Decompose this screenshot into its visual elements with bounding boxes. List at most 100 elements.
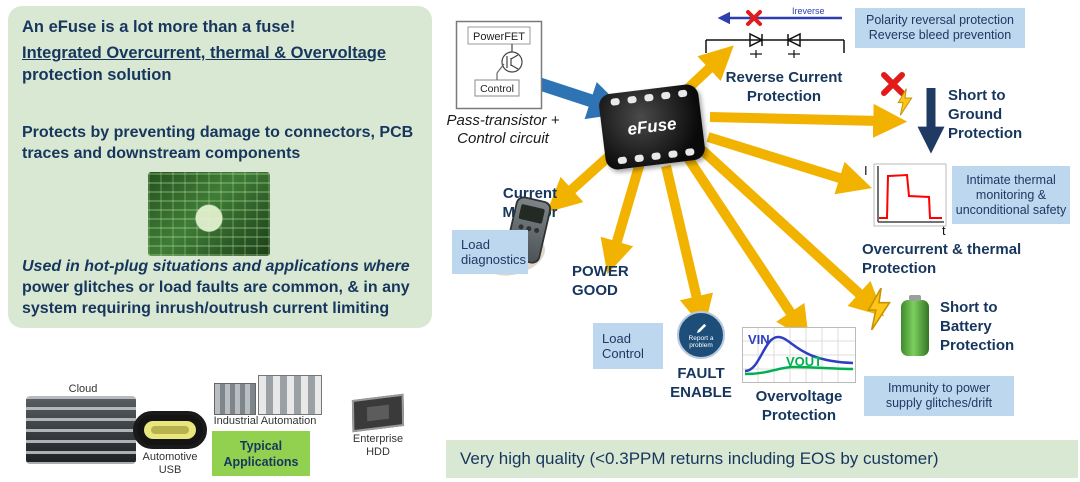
enterprise-hdd-label: Enterprise HDD	[338, 433, 418, 459]
automotive-usb-label: Automotive USB	[127, 451, 213, 477]
cloud-label: Cloud	[68, 383, 98, 395]
overvoltage-title-line1: Overvoltage	[755, 388, 843, 405]
overcurrent-axis-y-label: I	[864, 163, 868, 178]
intro-para1-rest: by preventing damage to connectors, PCB …	[22, 124, 414, 162]
arrow-to-fault-enable	[661, 164, 714, 330]
immunity-info-line1: Immunity to power	[887, 381, 991, 395]
short-to-ground-line1: Short to	[948, 87, 1006, 104]
arrow-powerfet-to-chip	[537, 77, 628, 120]
arrow-to-overcurrent	[706, 132, 872, 195]
overcurrent-title-line2: Protection	[862, 260, 937, 277]
powerfet-caption-line2: Control circuit	[457, 130, 549, 147]
overvoltage-graph: VIN VOUT	[742, 327, 856, 383]
intro-para-usage: Used in hot-plug situations and applicat…	[22, 256, 424, 319]
typical-applications-box: Typical Applications	[212, 431, 310, 476]
thermal-info-line1: Intimate thermal	[966, 172, 1056, 187]
badge-text-line1: Report a	[688, 334, 714, 342]
reverse-current-title: Reverse Current Protection	[706, 68, 862, 106]
enterprise-hdd-line2: HDD	[366, 446, 390, 458]
short-to-ground-lightning-icon	[897, 88, 913, 116]
reverse-current-title-line2: Protection	[746, 88, 822, 105]
reverse-blocked-x-icon	[746, 10, 762, 26]
load-diagnostics-line2: diagnostics	[461, 252, 527, 267]
overcurrent-thermal-graph: I t	[864, 163, 947, 236]
efuse-chip: eFuse	[597, 83, 707, 171]
load-diagnostics-line1: Load	[461, 237, 490, 252]
intro-para2-italic: Used in hot-plug situations and applicat…	[22, 258, 410, 275]
thermal-info-line2: monitoring &	[975, 187, 1047, 202]
industrial-machine-photo	[214, 383, 256, 415]
vout-label: VOUT	[786, 354, 822, 369]
current-monitor-line1: Current	[502, 185, 558, 202]
vin-label: VIN	[748, 332, 770, 347]
overcurrent-axis-x-label: t	[942, 223, 946, 236]
intro-subhead-rest: protection solution	[22, 66, 172, 84]
intro-para-protects: Protects by preventing damage to connect…	[22, 122, 424, 164]
load-control-line2: Control	[602, 346, 644, 361]
multimeter-screen	[518, 203, 546, 224]
powerfet-control-label: Control	[480, 83, 514, 95]
enterprise-hdd-chip-photo	[351, 393, 405, 433]
short-to-ground-title: Short to Ground Protection	[948, 86, 1022, 143]
short-to-ground-x-mark-icon	[881, 72, 905, 96]
polarity-info-line2: Reverse bleed prevention	[868, 28, 1012, 42]
battery-image	[901, 295, 929, 356]
ireverse-label: Ireverse	[792, 6, 825, 16]
efuse-chip-label: eFuse	[626, 114, 678, 139]
arrow-to-short-to-battery	[698, 146, 885, 317]
short-to-battery-line2: Battery	[940, 318, 992, 335]
load-control-info-box: Load Control	[593, 323, 663, 369]
typical-applications-line1: Typical	[239, 438, 283, 453]
usb-c-inner	[144, 421, 196, 439]
arrow-to-short-to-ground	[709, 103, 908, 138]
powerfet-caption: Pass-transistor + Control circuit	[436, 112, 570, 148]
chip-pins-top	[609, 89, 688, 106]
short-to-battery-line1: Short to	[940, 299, 998, 316]
pencil-icon	[696, 323, 706, 333]
enterprise-hdd-line1: Enterprise	[352, 433, 404, 445]
power-good-title: POWER GOOD	[572, 262, 652, 300]
industrial-automation-label: Industrial Automation	[213, 415, 317, 427]
overvoltage-title: Overvoltage Protection	[742, 387, 856, 425]
polarity-info-box: Polarity reversal protection Reverse ble…	[855, 8, 1025, 48]
polarity-info-line1: Polarity reversal protection	[866, 13, 1014, 27]
hdd-chip-die	[366, 404, 390, 422]
intro-para1-lead: Protects	[22, 124, 87, 141]
quality-banner-text: Very high quality (<0.3PPM returns inclu…	[460, 449, 939, 468]
intro-headline: An eFuse is a lot more than a fuse!	[22, 18, 296, 36]
thermal-monitoring-info-box: Intimate thermal monitoring & unconditio…	[952, 166, 1070, 224]
powerfet-title: PowerFET	[473, 31, 525, 43]
powerfet-diagram: PowerFET Control	[455, 20, 543, 110]
badge-text-line2: problem	[689, 341, 713, 349]
fault-enable-title: FAULT ENABLE	[656, 364, 746, 402]
quality-banner: Very high quality (<0.3PPM returns inclu…	[446, 440, 1078, 478]
battery-terminal	[909, 295, 921, 301]
intro-subhead-underlined: Integrated Overcurrent, thermal & Overvo…	[22, 44, 387, 62]
intro-para2-rest: power glitches or load faults are common…	[22, 279, 410, 317]
reverse-current-title-line1: Reverse Current	[725, 69, 843, 86]
thermal-info-line3: unconditional safety	[955, 202, 1067, 217]
short-to-ground-line3: Protection	[948, 125, 1023, 142]
reverse-current-schematic: Ireverse	[705, 6, 845, 58]
intro-panel: An eFuse is a lot more than a fuse! Inte…	[8, 6, 432, 328]
fault-title-line1: FAULT	[677, 365, 725, 382]
load-control-line1: Load	[602, 331, 631, 346]
fault-title-line2: ENABLE	[670, 384, 732, 401]
power-good-line1: POWER	[572, 263, 629, 280]
short-to-battery-title: Short to Battery Protection	[940, 298, 1014, 355]
overvoltage-title-line2: Protection	[761, 407, 837, 424]
pcb-photo	[148, 172, 270, 256]
cloud-server-photo	[26, 396, 136, 464]
usb-c-connector-photo	[133, 411, 207, 449]
intro-subhead: Integrated Overcurrent, thermal & Overvo…	[22, 42, 386, 86]
power-good-line2: GOOD	[572, 282, 618, 299]
usb-c-tongue	[151, 426, 189, 434]
arrow-to-power-good	[600, 161, 645, 275]
short-to-battery-line3: Protection	[940, 337, 1015, 354]
automotive-usb-line1: Automotive	[142, 451, 198, 463]
load-diagnostics-info-box: Load diagnostics	[452, 230, 528, 274]
immunity-info-box: Immunity to power supply glitches/drift	[864, 376, 1014, 416]
short-to-ground-line2: Ground	[948, 106, 1003, 123]
overcurrent-title-line1: Overcurrent & thermal	[862, 241, 1022, 258]
